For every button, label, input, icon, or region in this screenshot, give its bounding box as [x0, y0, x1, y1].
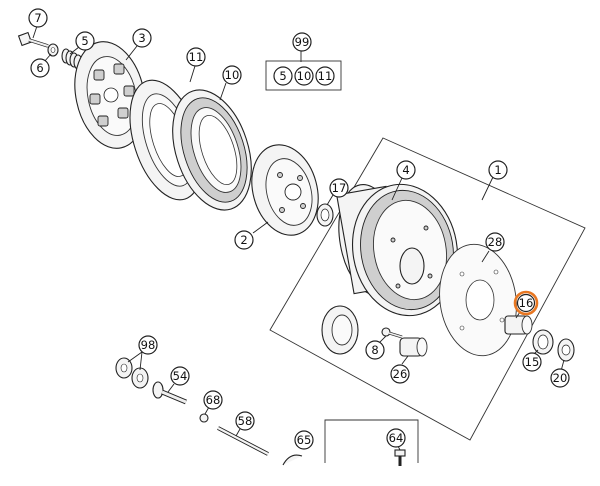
assembly-box-1: [269, 137, 586, 441]
callout-17[interactable]: 17: [329, 178, 349, 198]
callout-68[interactable]: 68: [203, 390, 223, 410]
leader-lines: [32, 25, 565, 451]
svg-text:26: 26: [393, 367, 408, 381]
ball-part-68: [199, 413, 209, 423]
svg-text:58: 58: [238, 414, 253, 428]
svg-text:54: 54: [173, 369, 188, 383]
svg-text:5: 5: [81, 34, 88, 48]
callout-58[interactable]: 58: [235, 411, 255, 431]
assembly-box-64: [324, 419, 419, 463]
callout-4[interactable]: 4: [396, 160, 416, 180]
kit-box-99: [265, 60, 342, 91]
part-65-piece: [282, 454, 303, 466]
gasket-part-28: [439, 243, 517, 357]
callout-6[interactable]: 6: [30, 58, 50, 78]
svg-text:11: 11: [189, 50, 204, 64]
svg-text:7: 7: [34, 11, 41, 25]
callout-98[interactable]: 98: [138, 335, 158, 355]
callout-28[interactable]: 28: [485, 232, 505, 252]
highlight-ring: [513, 290, 539, 316]
callout-5[interactable]: 5: [75, 31, 95, 51]
steel-disc-stack-part-10: [172, 89, 252, 211]
kit-item-label: 10: [297, 69, 312, 83]
spring-part-5: [61, 48, 83, 70]
callout-99[interactable]: 99: [292, 32, 312, 52]
callout-26[interactable]: 26: [390, 364, 410, 384]
svg-text:15: 15: [525, 355, 540, 369]
pressure-plate-part-3: [74, 41, 146, 149]
callout-15[interactable]: 15: [522, 352, 542, 372]
svg-text:4: 4: [402, 163, 409, 177]
svg-text:6: 6: [36, 61, 43, 75]
svg-text:8: 8: [371, 343, 378, 357]
spacer-part-26: [399, 337, 428, 357]
svg-text:16: 16: [519, 296, 534, 310]
svg-text:65: 65: [297, 433, 312, 447]
bolt-part-7: [17, 31, 49, 48]
callout-1[interactable]: 1: [488, 160, 508, 180]
callout-2[interactable]: 2: [234, 230, 254, 250]
drive-gear: [321, 305, 359, 355]
callout-3[interactable]: 3: [132, 28, 152, 48]
inner-hub-part-2: [251, 144, 319, 236]
callout-10[interactable]: 10: [222, 65, 242, 85]
callout-11[interactable]: 11: [186, 47, 206, 67]
screw-part-64: [394, 449, 406, 466]
svg-text:17: 17: [332, 181, 347, 195]
callout-20[interactable]: 20: [550, 368, 570, 388]
push-piece-part-54: [152, 381, 187, 405]
svg-text:1: 1: [494, 163, 501, 177]
clutch-basket-part-4: [336, 183, 459, 317]
callout-54[interactable]: 54: [170, 366, 190, 386]
svg-text:28: 28: [488, 235, 503, 249]
svg-text:99: 99: [295, 35, 310, 49]
kit-item-circle: [273, 66, 293, 86]
svg-text:64: 64: [389, 431, 404, 445]
push-rod-part-58: [217, 426, 269, 456]
washer-set-part-98: [115, 357, 149, 389]
pin-part-8: [381, 327, 403, 339]
kit-item-circle: [294, 66, 314, 86]
kit-item-circle: [315, 66, 335, 86]
callout-16-highlighted[interactable]: 16: [513, 290, 539, 316]
callout-65[interactable]: 65: [294, 430, 314, 450]
bushing-part-16: [504, 315, 533, 335]
kit-item-label: 11: [318, 69, 333, 83]
svg-text:10: 10: [225, 68, 240, 82]
svg-text:2: 2: [240, 233, 247, 247]
kit-item-label: 5: [279, 69, 286, 83]
callout-7[interactable]: 7: [28, 8, 48, 28]
svg-text:20: 20: [553, 371, 568, 385]
svg-text:98: 98: [141, 338, 156, 352]
svg-text:68: 68: [206, 393, 221, 407]
kit-box-items: 5 10 11: [273, 66, 335, 86]
callout-8[interactable]: 8: [365, 340, 385, 360]
callout-64[interactable]: 64: [386, 428, 406, 448]
svg-text:3: 3: [138, 31, 145, 45]
callouts: 7 6 5 3 11 10 99 4 1 17 2 28 16 8 26 15 …: [28, 8, 570, 450]
